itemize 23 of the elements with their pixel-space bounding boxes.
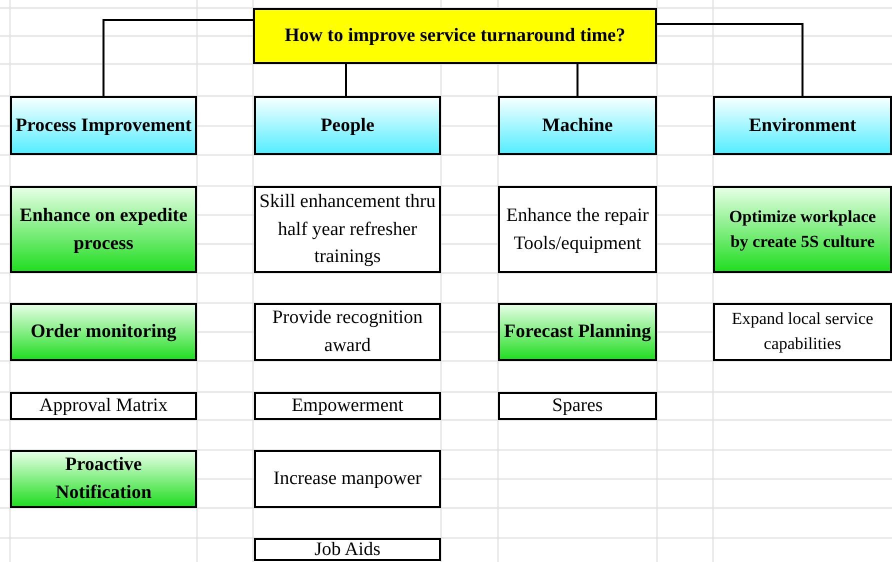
connector-line: [657, 23, 804, 96]
connector-line: [102, 19, 253, 96]
action-box: Spares: [498, 392, 657, 420]
action-box: Approval Matrix: [10, 392, 197, 420]
category-header: Process Improvement: [10, 96, 197, 155]
highlighted-action-box: Enhance on expedite process: [10, 186, 197, 273]
title-box: How to improve service turnaround time?: [253, 8, 657, 64]
action-box: Provide recognition award: [254, 303, 441, 361]
connector-line: [576, 64, 578, 96]
highlighted-action-box: Optimize workplace by create 5S culture: [713, 186, 892, 273]
connector-line: [345, 64, 347, 96]
action-box: Increase manpower: [254, 450, 441, 508]
action-box: Enhance the repair Tools/equipment: [498, 186, 657, 273]
action-box: Job Aids: [254, 538, 441, 561]
category-header: Environment: [713, 96, 892, 155]
category-header: People: [254, 96, 441, 155]
category-header: Machine: [498, 96, 657, 155]
action-box: Empowerment: [254, 392, 441, 420]
action-box: Expand local service capabilities: [713, 303, 892, 361]
highlighted-action-box: Proactive Notification: [10, 450, 197, 508]
highlighted-action-box: Order monitoring: [10, 303, 197, 361]
highlighted-action-box: Forecast Planning: [498, 303, 657, 361]
action-box: Skill enhancement thru half year refresher trainings: [254, 186, 441, 273]
